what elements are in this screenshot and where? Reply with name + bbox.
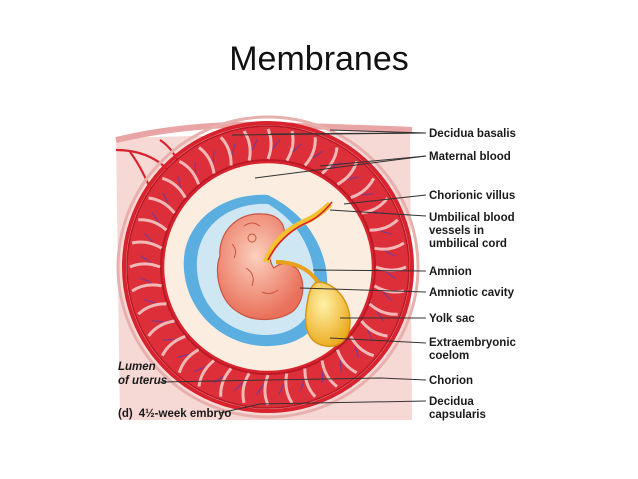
villus-branch <box>219 367 233 397</box>
villus-branch <box>303 368 317 398</box>
embryo-features <box>231 222 279 295</box>
villus-branch <box>147 319 175 337</box>
villus-vessel <box>339 360 342 373</box>
decidua-capsularis-outer <box>116 115 420 419</box>
umbilical-cord <box>263 201 333 264</box>
villus-vessel <box>194 366 206 373</box>
maternal-blood-outer-vessel <box>122 121 414 413</box>
villus-branch <box>303 137 317 167</box>
villus-branch <box>160 334 186 357</box>
villus-vessel <box>162 193 169 205</box>
label-umbilical-line3: umbilical cord <box>429 238 507 250</box>
label-lumen-line2: of uterus <box>118 375 167 387</box>
villus-branch <box>131 283 162 293</box>
villus-vessel <box>382 291 392 301</box>
label-yolk-sac: Yolk sac <box>429 313 475 325</box>
villus-branch <box>177 348 200 374</box>
villus-vessel <box>376 311 385 322</box>
villus-branch <box>374 241 405 251</box>
caption-panel: (d) <box>118 408 133 420</box>
villus-branch <box>321 147 339 175</box>
villus-branch <box>197 359 215 387</box>
caption-text: 4½-week embryo <box>139 408 232 420</box>
label-chorionic-villus: Chorionic villus <box>429 190 515 202</box>
villus-branch <box>360 320 388 338</box>
villus-vessel <box>194 161 197 174</box>
page-title: Membranes <box>229 40 409 78</box>
villus-vessel <box>177 176 182 188</box>
villus-vessel <box>144 299 156 304</box>
villus-branch <box>336 160 359 186</box>
villus-branch <box>138 218 168 232</box>
villus-branch <box>178 159 201 185</box>
villus-branch <box>350 177 376 200</box>
placental-villi-ring <box>127 126 409 408</box>
villus-vessel <box>177 353 189 358</box>
villus-branch <box>198 146 216 174</box>
figure-caption: (d) 4½-week embryo <box>118 408 231 420</box>
villus-vessel <box>140 255 151 263</box>
villus-branch <box>320 360 338 388</box>
villus-vessel <box>151 212 160 223</box>
villus-vessel <box>256 384 264 395</box>
label-extraembryonic-line1: Extraembryonic <box>429 337 517 349</box>
villus-branch <box>375 265 407 272</box>
villus-branch <box>263 374 270 406</box>
villi-ring-outer-line <box>126 125 410 409</box>
villus-vessel <box>321 371 324 384</box>
yolk-sac <box>304 281 351 348</box>
chorionic-villi <box>129 128 407 406</box>
villus-vessel <box>300 379 305 391</box>
villus-vessel <box>144 233 154 243</box>
label-extraembryonic-line2: coelom <box>429 350 469 362</box>
villus-vessel <box>361 193 374 196</box>
villus-branch <box>161 176 187 199</box>
villus-vessel <box>140 277 152 284</box>
villus-vessel <box>380 230 392 235</box>
villus-vessel <box>162 338 175 341</box>
villus-vessel <box>234 381 244 391</box>
villus-vessel <box>312 150 323 159</box>
villus-branch <box>137 302 167 316</box>
villus-branch <box>148 196 176 214</box>
villus-vessel <box>385 271 396 279</box>
villus-branch <box>368 302 398 316</box>
villus-branch <box>219 136 233 166</box>
label-decidua-capsularis-line2: capsularis <box>429 409 486 421</box>
label-lumen-line1: Lumen <box>118 361 156 373</box>
villus-vessel <box>212 150 215 163</box>
label-decidua-basalis: Decidua basalis <box>429 128 516 140</box>
label-amniotic-cavity: Amniotic cavity <box>429 287 515 299</box>
villus-branch <box>129 262 161 269</box>
label-umbilical-line1: Umbilical blood <box>429 212 515 224</box>
villus-branch <box>241 372 251 404</box>
villus-vessel <box>278 383 285 395</box>
label-chorion: Chorion <box>429 375 473 387</box>
villus-vessel <box>251 139 258 151</box>
villus-vessel <box>231 143 236 155</box>
villi-ring-inner-line <box>160 159 376 375</box>
villus-branch <box>369 218 399 232</box>
villus-vessel <box>367 329 374 341</box>
villus-branch <box>266 128 273 160</box>
villus-vessel <box>272 139 280 150</box>
umbilical-vessels <box>267 201 333 261</box>
villus-branch <box>335 349 358 375</box>
villus-branch <box>242 130 252 161</box>
villus-branch <box>284 373 294 404</box>
villus-vessel <box>384 250 396 257</box>
villus-vessel <box>151 320 164 323</box>
villus-vessel <box>213 375 224 384</box>
leader-lines <box>159 129 427 414</box>
villus-vessel <box>354 346 359 358</box>
villus-vessel <box>292 143 302 153</box>
label-amnion: Amnion <box>429 266 472 278</box>
villus-vessel <box>347 176 359 181</box>
villus-branch <box>131 240 163 250</box>
label-maternal-blood: Maternal blood <box>429 151 511 163</box>
label-umbilical-line2: vessels in <box>429 225 484 237</box>
label-decidua-capsularis-line1: Decidua <box>429 396 474 408</box>
